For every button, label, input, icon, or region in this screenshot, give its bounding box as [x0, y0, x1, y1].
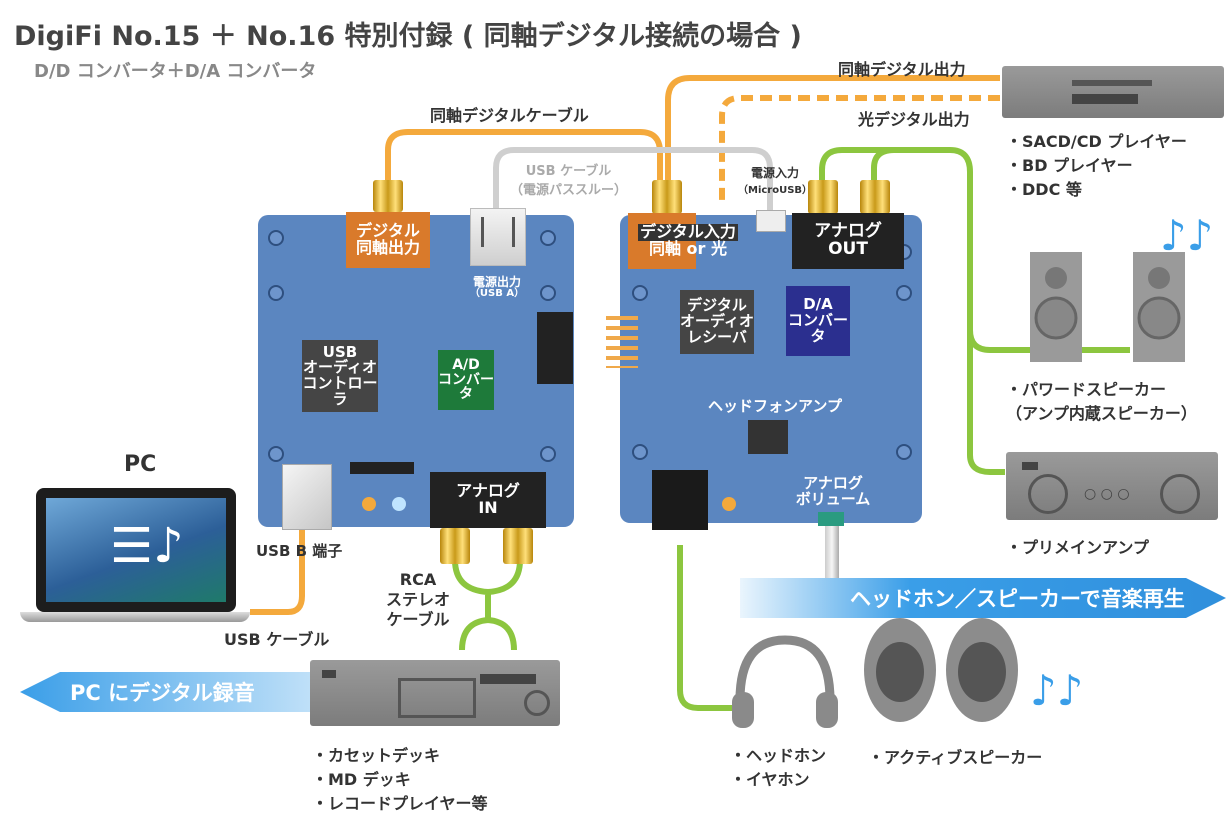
microusb-port: [756, 210, 786, 232]
mount-hole: [268, 230, 284, 246]
page-subtitle: D/D コンバータ＋D/A コンバータ: [34, 61, 317, 82]
digital-audio-receiver: デジタルオーディオレシーバ: [680, 290, 754, 354]
mount-hole: [540, 285, 556, 301]
rca-wire: [452, 559, 523, 651]
coax-cable-label: 同軸デジタルケーブル: [430, 106, 589, 125]
headphone-wire: [677, 545, 740, 711]
active-speaker-label: ・アクティブスピーカー: [868, 748, 1043, 767]
ddc-digital-out: デジタル同軸出力: [346, 212, 430, 268]
analog-in-rca-l: [440, 528, 470, 564]
led-orange: [362, 497, 376, 511]
usb-a-port: [470, 208, 526, 266]
active-speaker-icon: [864, 618, 1018, 722]
music-note-icon: ♪♪: [1160, 211, 1214, 260]
player-label: ・SACD/CD プレイヤー・BD プレイヤー・DDC 等: [1006, 132, 1187, 199]
powered-speaker-icon: [1030, 252, 1185, 362]
volume-label: アナログボリューム: [795, 474, 871, 508]
analog-out-rca-l: [808, 180, 838, 214]
mount-hole: [632, 444, 648, 460]
mount-hole: [268, 446, 284, 462]
pc-label: PC: [124, 452, 157, 477]
coax-out-label: 同軸デジタル出力: [838, 60, 966, 79]
mount-hole: [540, 446, 556, 462]
headphone-jack: [652, 470, 708, 530]
mount-hole: [632, 285, 648, 301]
dac-led: [722, 497, 736, 511]
mount-hole: [896, 444, 912, 460]
pc-usb-wire: [250, 530, 305, 615]
power-in-label: 電源入力（MicroUSB）: [738, 166, 813, 196]
dac-rca-connector: [652, 180, 682, 214]
analog-out-rca-r: [860, 180, 890, 214]
mount-hole: [896, 285, 912, 301]
optical-out-wire: [719, 95, 1000, 200]
analog-out-wire-2: [871, 147, 1130, 353]
mount-hole: [540, 230, 556, 246]
usb-b-port: [282, 464, 332, 530]
amplifier-icon: ○ ○ ○: [1006, 452, 1218, 520]
coax-cable-wire: [385, 129, 663, 182]
usb-b-label: USB B 端子: [256, 542, 343, 560]
volume-shaft: [825, 526, 839, 586]
laptop-screen: ☰♪: [36, 488, 236, 612]
pin-header: [350, 462, 414, 474]
record-arrow: PC にデジタル録音: [20, 672, 310, 712]
volume-knob-base: [818, 512, 844, 526]
headphone-amp-chip: [748, 420, 788, 454]
headphone-label: ・ヘッドホン・イヤホン: [730, 746, 827, 789]
music-note-icon-2: ♪♪: [1030, 666, 1084, 715]
ddc-header-pins: [537, 312, 573, 384]
led-blue: [392, 497, 406, 511]
coax-out-wire: [665, 75, 1000, 182]
analog-out-wire-1: [819, 147, 1005, 475]
optical-out-label: 光デジタル出力: [858, 110, 970, 129]
headphone-icon: [732, 635, 838, 728]
analog-in-rca-r: [503, 528, 533, 564]
usb-cable-label: USB ケーブル: [224, 630, 330, 649]
deck-label: ・カセットデッキ・MD デッキ・レコードプレイヤー等: [312, 746, 488, 813]
power-out-label: 電源出力（USB A）: [469, 275, 525, 300]
usb-power-wire: [493, 147, 773, 210]
page-title: DigiFi No.15 ＋ No.16 特別付録 ( 同軸デジタル接続の場合 …: [14, 21, 802, 52]
digital-in-label: デジタル入力同軸 or 光: [638, 222, 738, 258]
hp-amp-label: ヘッドフォンアンプ: [708, 397, 842, 416]
amp-label: ・プリメインアンプ: [1006, 538, 1149, 557]
mount-hole: [268, 285, 284, 301]
playback-arrow: ヘッドホン／スピーカーで音楽再生: [740, 578, 1226, 618]
cassette-deck-icon: [310, 660, 560, 726]
music-file-icon: ☰♪: [110, 518, 184, 574]
laptop-base: [20, 612, 250, 622]
powered-speaker-label: ・パワードスピーカー（アンプ内蔵スピーカー）: [1006, 380, 1197, 423]
cd-player-icon: [1002, 66, 1224, 118]
usb-power-label: USB ケーブル（電源パススルー）: [510, 164, 628, 198]
ddc-rca-connector: [373, 180, 403, 212]
dac-header-pins: [606, 316, 638, 368]
digital-in-coax: [628, 213, 696, 269]
